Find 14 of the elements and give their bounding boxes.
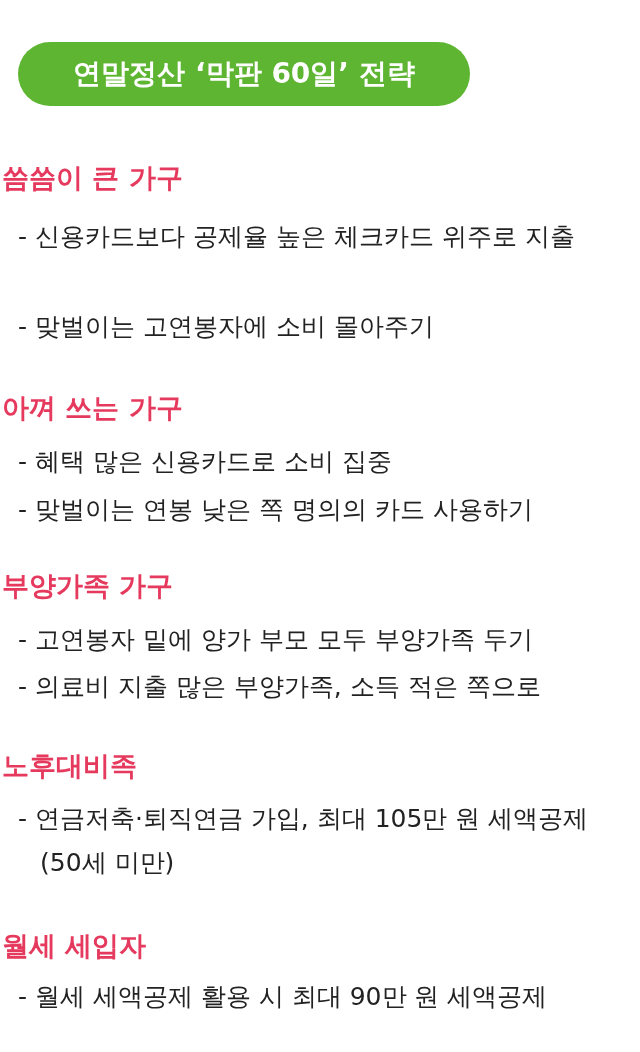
bullet-item: - 신용카드보다 공제율 높은 체크카드 위주로 지출 [18, 221, 576, 253]
section-heading: 월세 세입자 [2, 929, 147, 963]
bullet-item: - 연금저축·퇴직연금 가입, 최대 105만 원 세액공제(50세 미만) [18, 803, 590, 879]
section-heading: 아껴 쓰는 가구 [2, 391, 183, 425]
bullet-item: - 맞벌이는 고연봉자에 소비 몰아주기 [18, 311, 435, 343]
bullet-item: - 고연봉자 밑에 양가 부모 모두 부양가족 두기 [18, 624, 534, 656]
bullet-item: - 월세 세액공제 활용 시 최대 90만 원 세액공제 [18, 981, 549, 1013]
section-heading: 노후대비족 [2, 749, 137, 783]
title-banner: 연말정산 ‘막판 60일’ 전략 [18, 42, 470, 106]
bullet-item: - 의료비 지출 많은 부양가족, 소득 적은 쪽으로 [18, 671, 542, 703]
bullet-item: - 혜택 많은 신용카드로 소비 집중 [18, 446, 393, 478]
bullet-item: - 맞벌이는 연봉 낮은 쪽 명의의 카드 사용하기 [18, 494, 534, 526]
section-heading: 씀씀이 큰 가구 [2, 161, 183, 195]
section-heading: 부양가족 가구 [2, 569, 174, 603]
